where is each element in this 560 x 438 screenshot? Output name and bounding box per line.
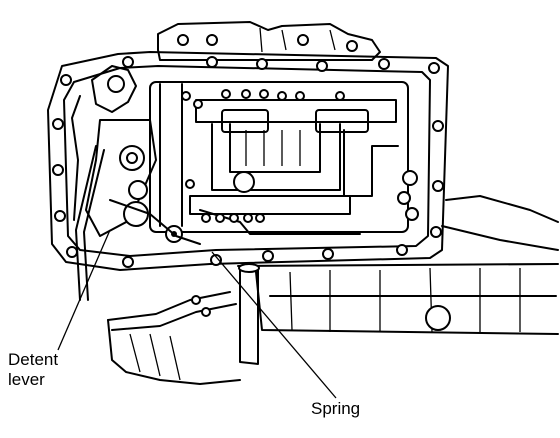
spring-label: Spring [311,399,361,418]
detent-mechanism [71,65,201,301]
flange-bolts [52,56,444,268]
detent-lever-leader [57,229,111,351]
detent-lever-label-line2: lever [8,370,45,389]
valve-body [149,81,419,235]
detent-lever-label: Detent lever [8,350,58,390]
pan-flange [47,51,449,271]
callout-leaders [57,229,337,399]
spring-leader [211,251,337,399]
upper-cover [157,21,381,61]
detent-lever-label-line1: Detent [8,350,59,369]
transmission-case [107,195,559,385]
